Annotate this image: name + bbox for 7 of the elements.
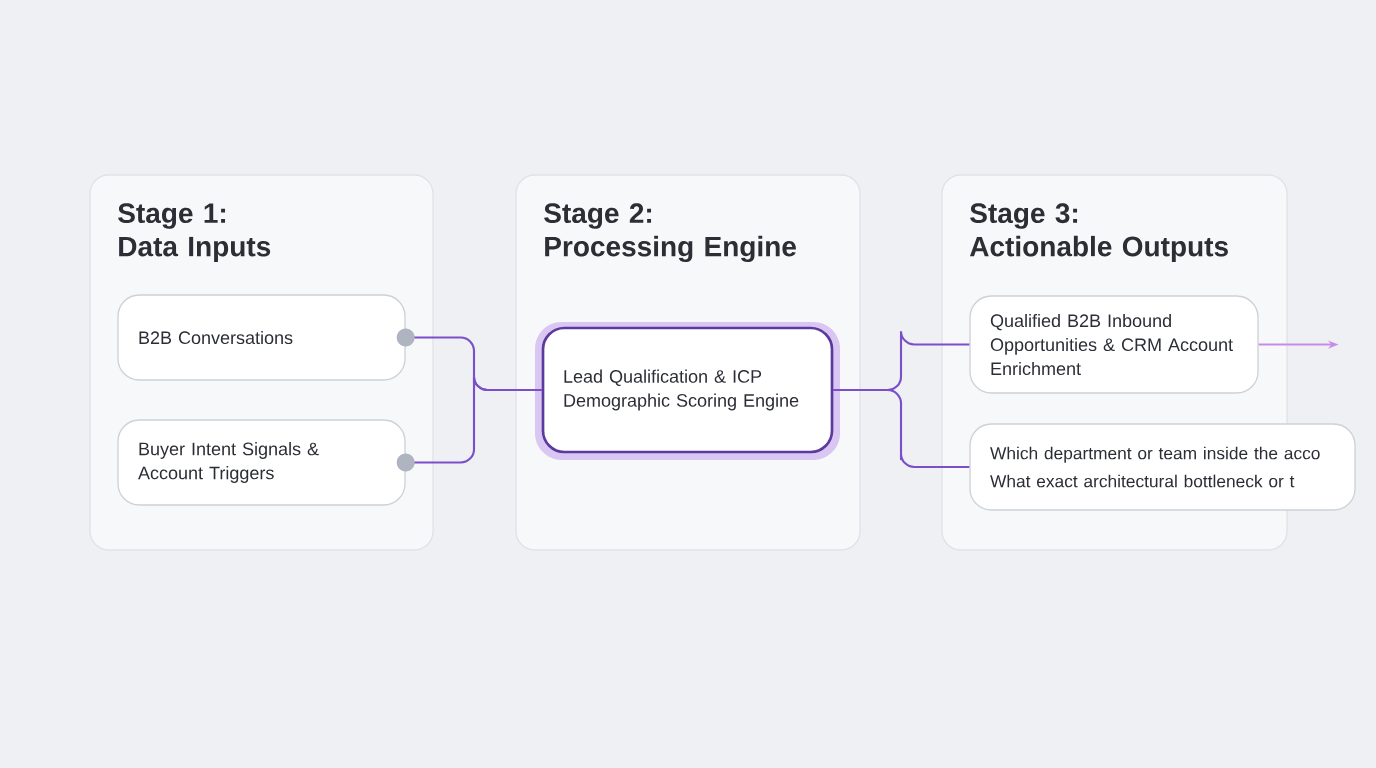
- engine-box: Lead Qualification & ICP Demographic Scoring Engine: [535, 322, 840, 460]
- output-box: B2B Conversations: [117, 294, 406, 381]
- output-box: Qualified B2B Inbound Opportunities & CRM Account Enrichment: [969, 295, 1259, 394]
- connector: [396, 375, 542, 472]
- connector: [833, 388, 970, 469]
- output-box: Which department or team inside the acco What exact architectural bottleneck or t: [969, 423, 1356, 511]
- output-box: Buyer Intent Signals & Account Triggers: [117, 419, 406, 506]
